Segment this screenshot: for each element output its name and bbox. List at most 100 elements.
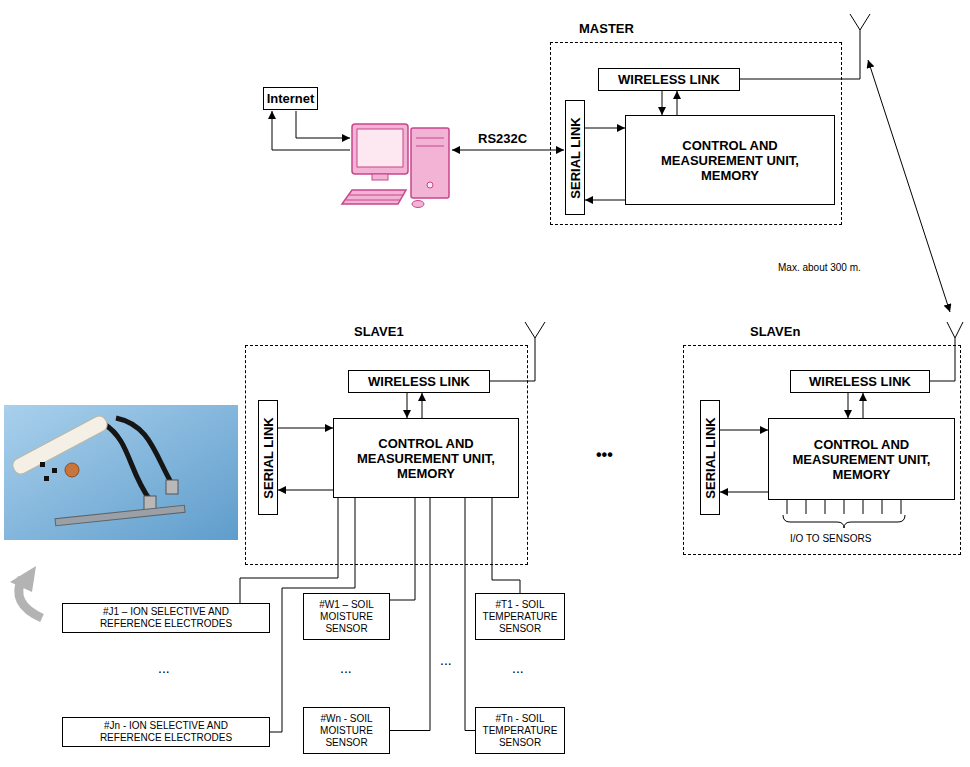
box-text: SERIAL LINK	[703, 417, 718, 498]
box-text: #J1 – ION SELECTIVE AND REFERENCE ELECTR…	[81, 606, 251, 630]
serial-link-box: SERIAL LINK	[258, 400, 278, 515]
ellipsis-mark: ...	[158, 660, 170, 676]
sensor-chip	[44, 476, 49, 481]
antenna-arm	[525, 322, 535, 338]
serial-link-box: SERIAL LINK	[565, 100, 585, 215]
monitor-stand	[372, 174, 388, 180]
antenna-arm	[955, 322, 963, 338]
control-unit-box: CONTROL AND MEASUREMENT UNIT, MEMORY	[625, 115, 835, 205]
antenna-mast	[535, 338, 536, 381]
internet-wire	[272, 111, 350, 150]
io-tick	[806, 500, 807, 514]
drive-slot	[416, 146, 444, 147]
sensor-strip	[55, 505, 185, 526]
box-text: WIRELESS LINK	[809, 374, 911, 389]
keyboard-shape	[342, 190, 406, 204]
box-text: #T1 - SOIL TEMPERATURE SENSOR	[480, 599, 560, 635]
internet-wire	[296, 111, 350, 138]
io-bracket	[783, 500, 905, 528]
internet-box: Internet	[263, 87, 318, 110]
tower-shape	[411, 128, 449, 198]
io-tick	[863, 500, 864, 514]
antenna-arm	[535, 322, 545, 338]
interface-label: RS232C	[478, 131, 527, 146]
cable-connector	[166, 480, 178, 494]
ellipsis-mark: •••	[596, 446, 613, 464]
sensor-chip	[40, 462, 45, 467]
unit-heading: SLAVEn	[750, 324, 800, 339]
signal-arrow	[677, 91, 678, 115]
drive-slot	[416, 138, 444, 139]
antenna-wire	[930, 381, 955, 382]
box-text: CONTROL AND MEASUREMENT UNIT, MEMORY	[648, 138, 813, 183]
keyboard-row	[346, 200, 400, 201]
signal-arrow	[585, 128, 625, 129]
screen-shape	[357, 129, 403, 167]
wireless-link-box: WIRELESS LINK	[348, 370, 490, 393]
antenna-arm	[850, 14, 860, 30]
electrode-photo	[4, 405, 238, 540]
io-tick	[882, 500, 883, 514]
control-unit-box: CONTROL AND MEASUREMENT UNIT, MEMORY	[333, 418, 519, 498]
sensor-wire	[240, 498, 338, 603]
signal-arrow	[278, 490, 333, 491]
antenna-symbol	[490, 322, 545, 381]
box-text: Internet	[267, 91, 315, 106]
signal-arrow	[720, 430, 768, 431]
unit-heading: SLAVE1	[354, 324, 404, 339]
box-text: #Tn - SOIL TEMPERATURE SENSOR	[480, 713, 560, 749]
box-text: #Wn - SOIL MOISTURE SENSOR	[308, 713, 385, 749]
signal-arrow	[863, 393, 864, 418]
electrode-cable	[116, 418, 172, 484]
ellipsis-mark: ...	[440, 652, 452, 668]
io-tick	[844, 500, 845, 514]
sensor-wire	[465, 498, 475, 731]
box-text: CONTROL AND MEASUREMENT UNIT, MEMORY	[344, 436, 509, 481]
antenna-wire	[740, 79, 860, 80]
sensor-wire	[390, 498, 415, 600]
signal-arrow	[407, 393, 408, 418]
sensor-box: #J1 – ION SELECTIVE AND REFERENCE ELECTR…	[62, 603, 270, 633]
sensor-wire	[492, 498, 520, 593]
io-tick	[825, 500, 826, 514]
unit-heading: MASTER	[579, 21, 634, 36]
box-text: SERIAL LINK	[568, 117, 583, 198]
antenna-arm	[947, 322, 955, 338]
ellipsis-mark: ...	[340, 660, 352, 676]
control-unit-box: CONTROL AND MEASUREMENT UNIT, MEMORY	[768, 418, 955, 500]
photo-background	[4, 405, 238, 540]
signal-arrow	[720, 492, 768, 493]
sensor-box: #W1 – SOIL MOISTURE SENSOR	[303, 593, 390, 640]
sensor-box: #Wn - SOIL MOISTURE SENSOR	[303, 707, 390, 754]
antenna-symbol	[740, 14, 870, 79]
rs232-link-arrow	[452, 150, 564, 151]
signal-arrow	[848, 393, 849, 418]
computer-illustration	[342, 124, 449, 208]
antenna-mast	[860, 30, 861, 79]
antenna-wire	[490, 381, 535, 382]
wireless-link-box: WIRELESS LINK	[790, 370, 930, 393]
coin-shape	[65, 463, 79, 477]
mouse-shape	[412, 201, 424, 208]
monitor-shape	[352, 124, 408, 174]
box-text: WIRELESS LINK	[368, 374, 470, 389]
sensor-wire	[390, 498, 430, 731]
signal-arrow	[422, 393, 423, 418]
box-text: #W1 – SOIL MOISTURE SENSOR	[308, 599, 385, 635]
power-button	[427, 182, 433, 188]
box-text: CONTROL AND MEASUREMENT UNIT, MEMORY	[779, 437, 944, 482]
electrode-body	[10, 414, 109, 477]
keyboard-row	[349, 195, 403, 196]
signal-arrow	[585, 200, 625, 201]
io-tick	[787, 500, 788, 514]
wireless-link-box: WIRELESS LINK	[598, 68, 740, 91]
sensor-box: #T1 - SOIL TEMPERATURE SENSOR	[475, 593, 565, 640]
signal-arrow	[662, 91, 663, 115]
sensor-chip	[52, 468, 57, 473]
range-arrow	[868, 60, 950, 312]
antenna-arm	[860, 14, 870, 30]
io-label: I/O TO SENSORS	[790, 533, 871, 545]
box-text: SERIAL LINK	[261, 417, 276, 498]
io-tick	[901, 500, 902, 514]
